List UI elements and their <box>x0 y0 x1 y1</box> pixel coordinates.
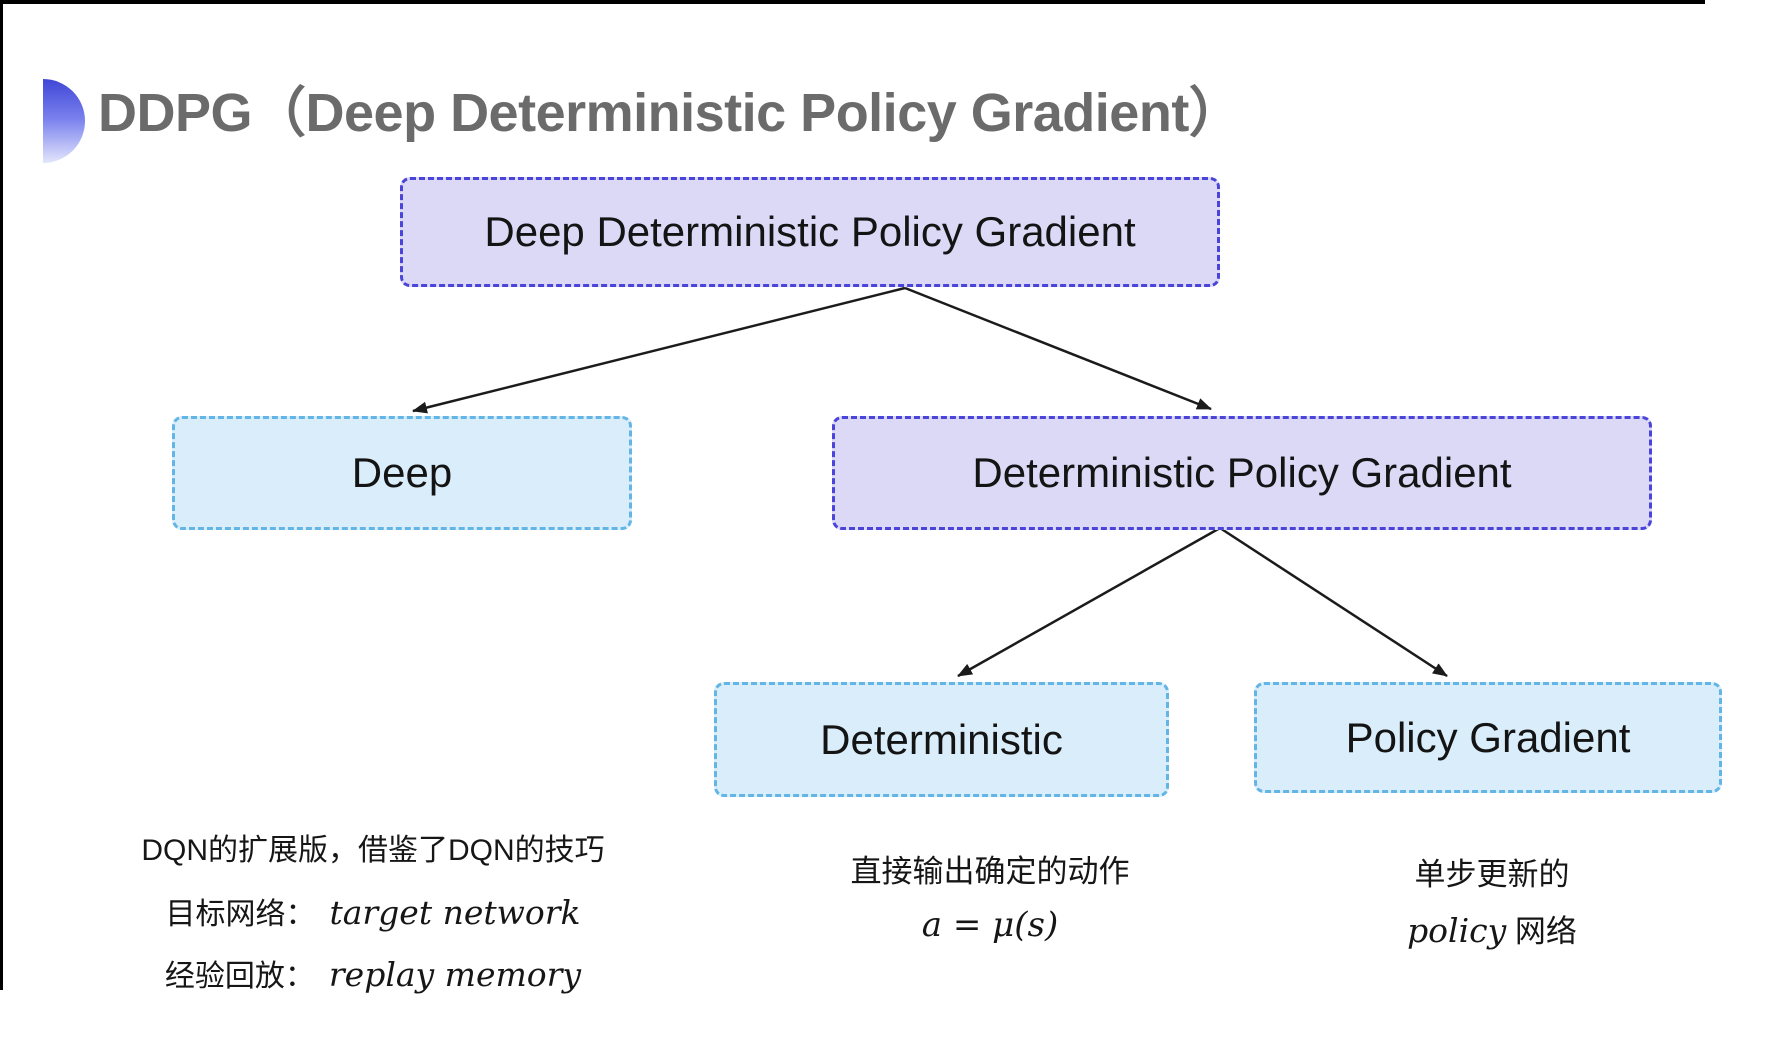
note-policy-gradient-term: policy <box>1407 911 1507 950</box>
node-deep: Deep <box>172 416 632 530</box>
note-deterministic-formula: a = μ(s) <box>921 905 1059 945</box>
node-deterministic-label: Deterministic <box>820 715 1063 763</box>
note-policy-gradient-line1: 单步更新的 <box>1414 857 1570 892</box>
note-deep-line2-label: 目标网络： <box>165 898 316 931</box>
node-deterministic-policy-gradient: Deterministic Policy Gradient <box>832 416 1652 530</box>
arrow-root-to-deep <box>412 286 906 414</box>
note-deep-line3-label: 经验回放： <box>164 960 315 993</box>
node-deterministic: Deterministic <box>714 682 1169 797</box>
note-deep-line2-term: target network <box>329 893 581 932</box>
node-root: Deep Deterministic Policy Gradient <box>400 177 1220 287</box>
arrow-root-to-dpg <box>904 286 1212 411</box>
note-deep: DQN的扩展版，借鉴了DQN的技巧 目标网络： target network 经验… <box>118 831 628 1017</box>
note-deep-line2: 目标网络： target network <box>118 893 628 955</box>
node-policy-gradient-label: Policy Gradient <box>1345 713 1631 761</box>
note-deep-line3-term: replay memory <box>328 955 582 994</box>
note-policy-gradient-suffix: 网络 <box>1506 914 1577 949</box>
top-border-line <box>0 0 1705 4</box>
node-dpg-label: Deterministic Policy Gradient <box>972 449 1512 496</box>
note-policy-gradient: 单步更新的 policy 网络 <box>1272 849 1712 951</box>
note-deep-line1: DQN的扩展版，借鉴了DQN的技巧 <box>141 834 605 867</box>
page-title: DDPG（Deep Deterministic Policy Gradient） <box>98 83 1243 143</box>
arrow-dpg-to-deterministic <box>957 526 1221 678</box>
node-deep-label: Deep <box>351 449 453 496</box>
left-border-line <box>0 0 3 990</box>
node-policy-gradient: Policy Gradient <box>1254 682 1722 793</box>
arrow-dpg-to-policy-gradient <box>1219 526 1448 678</box>
note-policy-gradient-line2: policy 网络 <box>1272 906 1712 951</box>
note-deep-line3: 经验回放： replay memory <box>118 955 628 1017</box>
note-deterministic-line1: 直接输出确定的动作 <box>850 854 1130 889</box>
note-deterministic: 直接输出确定的动作 a = μ(s) <box>770 846 1210 945</box>
node-root-label: Deep Deterministic Policy Gradient <box>484 208 1136 255</box>
